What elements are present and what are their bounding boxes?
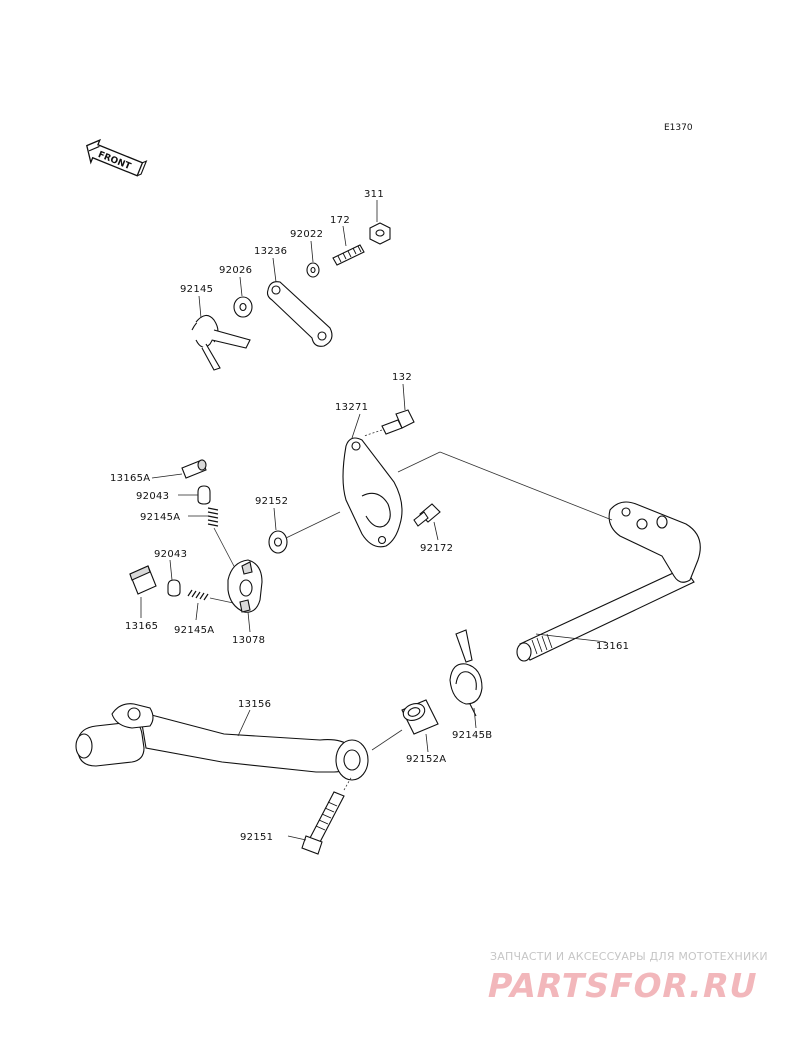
- spring-92145: 92145: [180, 284, 251, 371]
- spring-92145A-top: 92145A: [140, 507, 237, 571]
- front-arrow-icon: FRONT: [86, 138, 148, 177]
- bolt-92151: 92151: [240, 775, 353, 855]
- label-13165: 13165: [125, 621, 158, 632]
- label-92043-low: 92043: [154, 549, 187, 560]
- link-13236: 13236: [254, 246, 333, 347]
- label-13271: 13271: [335, 402, 368, 413]
- label-92145: 92145: [180, 284, 213, 295]
- label-13165A: 13165A: [110, 473, 150, 484]
- cap-92043-top: 92043: [136, 485, 211, 505]
- label-92172: 92172: [420, 543, 453, 554]
- label-132: 132: [392, 372, 412, 383]
- watermark-tagline: ЗАПЧАСТИ И АКСЕССУАРЫ ДЛЯ МОТОТЕХНИКИ: [490, 950, 768, 963]
- label-92145A-low: 92145A: [174, 625, 214, 636]
- label-92026: 92026: [219, 265, 252, 276]
- label-13078: 13078: [232, 635, 265, 646]
- label-92145B: 92145B: [452, 730, 492, 741]
- plate-13271: 13271: [335, 402, 403, 548]
- spring-92145B: 92145B: [449, 629, 492, 741]
- label-92022: 92022: [290, 229, 323, 240]
- bushing-92152A: 92152A: [371, 699, 446, 765]
- drum-13078: 13078: [227, 559, 265, 646]
- bolt-172: 172: [330, 215, 365, 266]
- bolt-132: 132: [363, 372, 415, 437]
- label-311: 311: [364, 189, 384, 200]
- label-13156: 13156: [238, 699, 271, 710]
- label-92145A-top: 92145A: [140, 512, 180, 523]
- spring-92145A-low: 92145A: [174, 589, 239, 636]
- label-92152: 92152: [255, 496, 288, 507]
- diagram-code: E1370: [664, 123, 693, 133]
- bolt-92172: 92172: [413, 503, 453, 554]
- label-92152A: 92152A: [406, 754, 446, 765]
- label-92151: 92151: [240, 832, 273, 843]
- label-13161: 13161: [596, 641, 629, 652]
- label-92043-top: 92043: [136, 491, 169, 502]
- cap-92043-low: 92043: [154, 549, 187, 597]
- washer-92026: 92026: [219, 265, 253, 318]
- nut-311: 311: [364, 189, 391, 245]
- watermark-brand: PARTSFOR.RU: [483, 966, 762, 1005]
- washer-92152: 92152: [255, 496, 341, 554]
- label-13236: 13236: [254, 246, 287, 257]
- washer-92022: 92022: [290, 229, 323, 278]
- shaft-13161: 13161: [397, 451, 701, 662]
- pawl-13165: 13165: [125, 565, 158, 632]
- lever-13156: 13156: [75, 699, 369, 781]
- label-172: 172: [330, 215, 350, 226]
- pin-13165A: 13165A: [110, 459, 207, 484]
